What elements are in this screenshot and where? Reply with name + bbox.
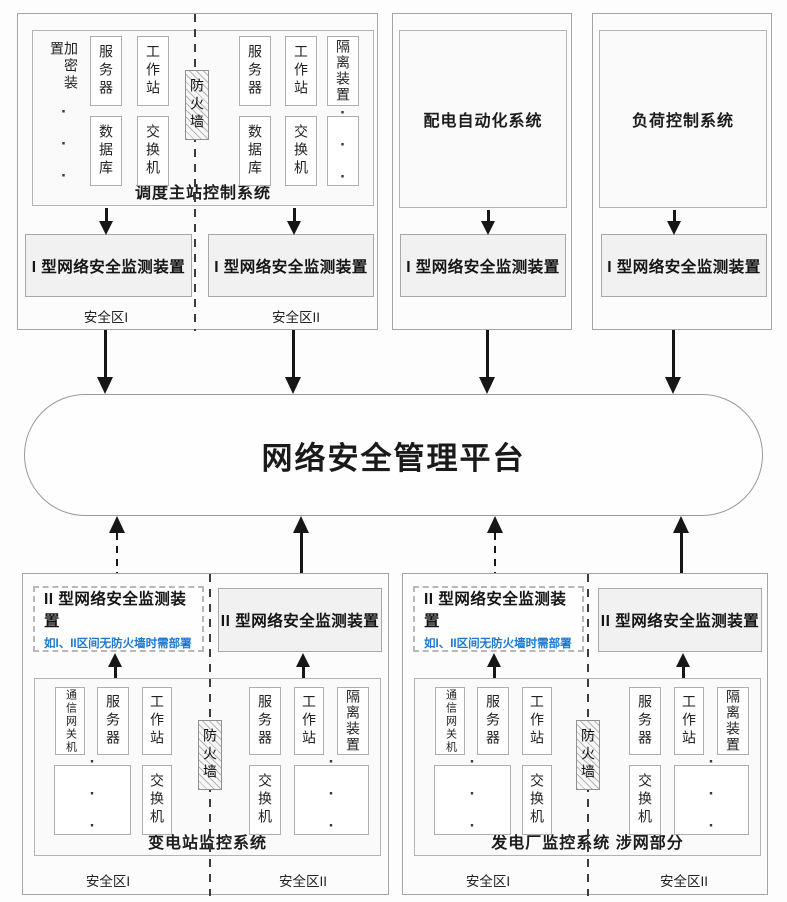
group-load-outer-box: 负荷控制系统 I 型网络安全监测装置 — [592, 13, 772, 330]
component-switch: 交换机 — [137, 116, 169, 186]
system-name-dispatch: 调度主站控制系统 — [134, 185, 271, 202]
component-workstation: 工作站 — [522, 687, 552, 755]
arrow-up-icon — [675, 653, 691, 678]
arrow-down-icon — [666, 210, 682, 235]
system-box-load: 负荷控制系统 — [599, 30, 767, 208]
component-server: 服务器 — [97, 687, 129, 755]
firewall-box: 防火墙 — [198, 720, 222, 790]
zone-label-2: 安全区II — [659, 874, 708, 889]
monitor-type2-label: II 型网络安全监测装置 — [600, 613, 760, 630]
ellipsis-dots-box: ··· — [327, 103, 359, 199]
monitor-type2-box: II 型网络安全监测装置 — [598, 588, 762, 652]
monitor-type1-box: I 型网络安全监测装置 — [400, 234, 566, 297]
system-box-substation: 通信网关机 服务器 工作站 防火墙 ··· 交换机 服务器 工作站 隔离装置 交… — [34, 678, 381, 856]
ellipsis-dots-box: ··· — [434, 752, 511, 848]
component-workstation: 工作站 — [294, 687, 324, 755]
component-workstation: 工作站 — [285, 36, 317, 106]
ellipsis-dots: ··· — [54, 102, 74, 198]
system-box-distribution: 配电自动化系统 — [399, 30, 567, 208]
arrow-up-icon — [107, 653, 123, 678]
arrow-up-icon — [486, 653, 502, 678]
component-database: 数据库 — [90, 116, 122, 186]
component-switch: 交换机 — [142, 765, 172, 835]
component-server: 服务器 — [90, 36, 122, 106]
arrow-up-icon — [295, 653, 311, 678]
ellipsis-dots-box: ··· — [294, 752, 369, 848]
firewall-box: 防火墙 — [576, 720, 600, 790]
arrow-up-icon — [293, 516, 309, 573]
component-isolation-device: 隔离装置 — [327, 36, 359, 106]
system-box-dispatch: 加密装置 ··· 服务器 工作站 防火墙 数据库 交换机 服务器 工作站 隔离装… — [32, 30, 374, 206]
component-workstation: 工作站 — [137, 36, 169, 106]
component-server: 服务器 — [477, 687, 509, 755]
monitor-type1-box: I 型网络安全监测装置 — [25, 234, 192, 297]
component-gateway: 通信网关机 — [55, 687, 85, 755]
component-gateway: 通信网关机 — [435, 687, 465, 755]
zone-label-1: 安全区I — [85, 874, 131, 889]
arrow-down-icon — [98, 208, 114, 235]
system-name-load: 负荷控制系统 — [631, 113, 734, 130]
component-server: 服务器 — [239, 36, 271, 106]
firewall-box: 防火墙 — [185, 70, 209, 140]
system-name-distribution: 配电自动化系统 — [423, 113, 543, 130]
arrow-up-icon — [673, 516, 689, 573]
system-name-substation: 变电站监控系统 — [147, 835, 267, 852]
component-switch: 交换机 — [285, 116, 317, 186]
zone-label-1: 安全区I — [83, 310, 129, 325]
group-substation-outer-box: II 型网络安全监测装置 如I、II区间无防火墙时需部署 II 型网络安全监测装… — [22, 573, 389, 896]
monitor-type1-label: I 型网络安全监测装置 — [406, 258, 560, 276]
arrow-down-icon — [479, 330, 495, 394]
monitor-type2-label: II 型网络安全监测装置 — [220, 613, 380, 630]
group-dispatch-outer-box: 加密装置 ··· 服务器 工作站 防火墙 数据库 交换机 服务器 工作站 隔离装… — [17, 13, 378, 331]
monitor-type1-label: I 型网络安全监测装置 — [214, 258, 368, 276]
arrow-up-dashed-icon — [109, 516, 125, 573]
arrow-down-icon — [286, 208, 302, 235]
component-switch: 交换机 — [522, 765, 552, 835]
component-database: 数据库 — [239, 116, 271, 186]
component-switch: 交换机 — [629, 765, 661, 835]
zone-label-2: 安全区II — [271, 310, 320, 325]
monitor-type2-box: II 型网络安全监测装置 — [218, 588, 382, 652]
component-isolation-device: 隔离装置 — [337, 687, 369, 755]
zone-label-2: 安全区II — [278, 874, 327, 889]
monitor-type2-optional-box: II 型网络安全监测装置 如I、II区间无防火墙时需部署 — [413, 586, 584, 652]
platform-title: 网络安全管理平台 — [261, 440, 526, 476]
group-distribution-outer-box: 配电自动化系统 I 型网络安全监测装置 — [392, 13, 572, 330]
component-server: 服务器 — [629, 687, 661, 755]
monitor-type2-note: 如I、II区间无防火墙时需部署 — [44, 638, 192, 650]
monitor-type2-label: II 型网络安全监测装置 — [44, 591, 187, 630]
component-isolation-device: 隔离装置 — [717, 687, 749, 755]
arrow-up-dashed-icon — [487, 516, 503, 573]
component-switch: 交换机 — [249, 765, 281, 835]
security-management-platform: 网络安全管理平台 — [24, 394, 763, 516]
monitor-type1-label: I 型网络安全监测装置 — [31, 258, 186, 276]
component-encrypt-device: 加密装置 — [49, 41, 79, 92]
system-name-plant: 发电厂监控系统 涉网部分 — [491, 835, 684, 852]
zone-label-1: 安全区I — [465, 874, 511, 889]
monitor-type2-optional-box: II 型网络安全监测装置 如I、II区间无防火墙时需部署 — [33, 586, 204, 652]
ellipsis-dots-box: ··· — [674, 752, 749, 848]
monitor-type2-note: 如I、II区间无防火墙时需部署 — [424, 638, 572, 650]
arrow-down-icon — [97, 330, 113, 394]
arrow-down-icon — [285, 330, 301, 394]
component-workstation: 工作站 — [674, 687, 704, 755]
monitor-type1-label: I 型网络安全监测装置 — [607, 258, 761, 276]
arrow-down-icon — [480, 210, 496, 235]
arrow-down-icon — [665, 330, 681, 394]
ellipsis-dots-box: ··· — [54, 752, 131, 848]
component-workstation: 工作站 — [142, 687, 172, 755]
monitor-type1-box: I 型网络安全监测装置 — [208, 234, 374, 297]
group-plant-outer-box: II 型网络安全监测装置 如I、II区间无防火墙时需部署 II 型网络安全监测装… — [402, 573, 768, 896]
monitor-type1-box: I 型网络安全监测装置 — [601, 234, 767, 297]
monitor-type2-label: II 型网络安全监测装置 — [424, 591, 567, 630]
zone-divider-dashed-line — [194, 14, 196, 331]
component-server: 服务器 — [249, 687, 281, 755]
